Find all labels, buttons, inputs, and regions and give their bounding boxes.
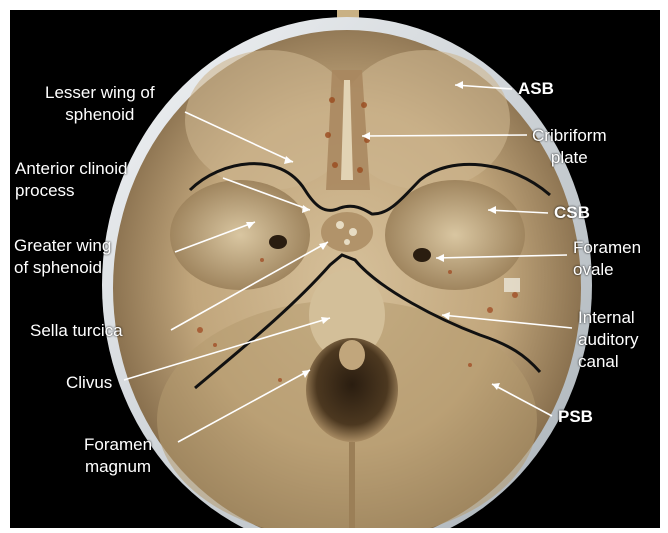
- label-cribriform-line2: plate: [532, 147, 607, 169]
- label-csb: CSB: [554, 202, 590, 224]
- sella-region: [321, 212, 373, 252]
- label-cribriform-line1: Cribriform: [532, 125, 607, 147]
- label-greater-wing-line1: Greater wing: [14, 235, 111, 257]
- label-lesser-wing: Lesser wing of sphenoid: [45, 82, 155, 126]
- label-internal-auditory-line3: canal: [578, 351, 638, 373]
- label-anterior-clinoid: Anterior clinoid process: [15, 158, 127, 202]
- label-cribriform: Cribriform plate: [532, 125, 607, 169]
- label-csb-text: CSB: [554, 202, 590, 224]
- label-asb-text: ASB: [518, 78, 554, 100]
- dens: [339, 340, 365, 370]
- pointer-cribriform: [362, 135, 527, 136]
- label-psb-text: PSB: [558, 406, 593, 428]
- foramen-left: [269, 235, 287, 249]
- label-lesser-wing-line1: Lesser wing of: [45, 82, 155, 104]
- label-foramen-ovale-line1: Foramen: [573, 237, 641, 259]
- middle-fossa-left: [170, 180, 310, 290]
- label-foramen-ovale: Foramen ovale: [573, 237, 641, 281]
- label-internal-auditory-line1: Internal: [578, 307, 638, 329]
- label-asb: ASB: [518, 78, 554, 100]
- label-foramen-ovale-line2: ovale: [573, 259, 641, 281]
- label-foramen-magnum-line2: magnum: [84, 456, 152, 478]
- skull-base-image: Lesser wing of sphenoid Anterior clinoid…: [10, 10, 660, 528]
- label-clivus: Clivus: [66, 372, 112, 394]
- label-sella-turcica: Sella turcica: [30, 320, 123, 342]
- label-internal-auditory: Internal auditory canal: [578, 307, 638, 373]
- label-psb: PSB: [558, 406, 593, 428]
- label-anterior-clinoid-line2: process: [15, 180, 127, 202]
- foramen-right: [413, 248, 431, 262]
- label-sella-turcica-text: Sella turcica: [30, 320, 123, 342]
- label-clivus-text: Clivus: [66, 372, 112, 394]
- label-anterior-clinoid-line1: Anterior clinoid: [15, 158, 127, 180]
- label-greater-wing-line2: of sphenoid: [14, 257, 111, 279]
- label-greater-wing: Greater wing of sphenoid: [14, 235, 111, 279]
- label-foramen-magnum: Foramen magnum: [84, 434, 152, 478]
- bone-fragment: [504, 278, 520, 292]
- label-foramen-magnum-line1: Foramen: [84, 434, 152, 456]
- label-lesser-wing-line2: sphenoid: [45, 104, 155, 126]
- label-internal-auditory-line2: auditory: [578, 329, 638, 351]
